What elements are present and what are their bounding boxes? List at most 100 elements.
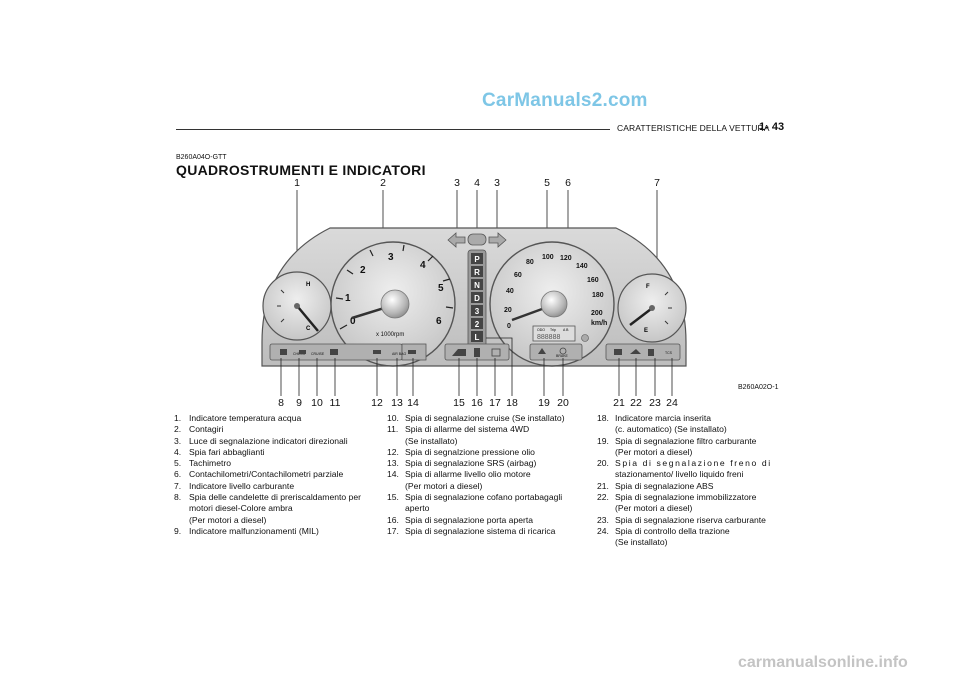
legend-item-line: Spia di segnalazione riserva carburante [615, 514, 766, 525]
legend-item-text: Indicatore livello carburante [189, 481, 370, 492]
battery-icon [491, 348, 501, 357]
legend-item-number: 16. [387, 514, 399, 525]
abs-icon [614, 349, 622, 355]
legend-item-subline: (c. automatico) (Se installato) [615, 424, 727, 435]
trip-ab-label: A B [563, 328, 569, 332]
immobilizer-icon [630, 349, 641, 354]
legend-item: 16. Spia di segnalazione porta aperta [387, 515, 583, 526]
legend-item-line: Spia di segnalazione cruise (Se installa… [405, 413, 565, 423]
legend-item-line: Spia di controllo della trazione [615, 525, 730, 536]
legend-item-line: Luce di segnalazione indicatori direzion… [189, 435, 348, 446]
speed-tick-120: 120 [560, 255, 572, 262]
legend-item-line: Tachimetro [189, 458, 232, 469]
legend-item-number: 8. [174, 492, 182, 503]
oil-level-icon [408, 350, 416, 354]
fuel-filter-icon [538, 348, 546, 354]
legend-item-subline: (Per motori a diesel) [189, 514, 267, 525]
callout-7: 7 [654, 177, 660, 189]
legend-item-line: Spia di allarme del sistema 4WD [405, 424, 530, 435]
gear-l: L [475, 333, 480, 342]
legend-item-subline: (Per motori a diesel) [615, 503, 693, 514]
legend-item-line: Spia di allarme livello olio motore [405, 469, 531, 480]
door-open-icon [474, 348, 480, 357]
legend-item-text: Tachimetro [189, 458, 370, 469]
legend-item: 5. Tachimetro [174, 458, 370, 469]
legend-item-line: Contachilometri/Contachilometri parziale [189, 469, 344, 480]
legend-item-text: Contagiri [189, 424, 370, 435]
speed-tick-160: 160 [587, 277, 599, 284]
legend-item-text: Spia di segnalazione SRS (airbag) [405, 458, 583, 469]
legend-item-line: Spia fari abbaglianti [189, 446, 265, 457]
legend-item-line: Indicatore temperatura acqua [189, 413, 302, 423]
callout-12: 12 [371, 397, 383, 409]
callout-4: 4 [474, 177, 480, 189]
legend-column-2: 10. Spia di segnalazione cruise (Se insta… [387, 413, 583, 537]
doc-code: B260A04O-GTT [176, 154, 227, 161]
legend-item-number: 18. [597, 413, 609, 423]
callout-1: 1 [294, 177, 300, 189]
legend-item-text: Spia di segnalzione pressione olio [405, 447, 583, 458]
gear-d: D [474, 294, 480, 303]
oil-pressure-icon [373, 350, 381, 354]
fuel-full-label: F [646, 284, 650, 290]
legend-item-text: Spia di controllo della trazione(Se inst… [615, 526, 783, 549]
fuel-gauge: F E [617, 273, 687, 343]
legend-item-number: 24. [597, 525, 609, 536]
legend-item-number: 12. [387, 446, 399, 457]
callout-13: 13 [391, 397, 403, 409]
speed-tick-180: 180 [592, 292, 604, 299]
callout-17: 17 [489, 397, 501, 409]
callout-3b: 3 [494, 177, 500, 189]
legend-item: 11.Spia di allarme del sistema 4WD(Se in… [387, 424, 583, 447]
gear-3: 3 [475, 307, 480, 316]
legend-item-text: Spia di segnalazione filtro carburante(P… [615, 436, 783, 459]
tach-tick-0: 0 [350, 316, 356, 327]
gear-p: P [474, 255, 480, 264]
callout-2: 2 [380, 177, 386, 189]
legend-item-subline: stazionamento/ livello liquido freni [615, 469, 744, 480]
legend-item-text: Indicatore marcia inserita(c. automatico… [615, 413, 783, 436]
legend-item-number: 10. [387, 413, 399, 423]
legend-item-line: Spia di segnalazione porta aperta [405, 514, 534, 525]
legend-item: 24. Spia di controllo della trazione(Se i… [597, 526, 783, 549]
speed-tick-0: 0 [507, 323, 511, 330]
legend-item-number: 5. [174, 458, 182, 469]
legend-item-text: Spia di segnalazione ABS [615, 481, 783, 492]
legend-item-text: Spia di segnalazione porta aperta [405, 515, 583, 526]
legend-item: 8. Spia delle candelette di preriscaldame… [174, 492, 370, 526]
trip-label: Trip [550, 328, 556, 332]
tach-tick-6: 6 [436, 316, 442, 327]
legend-item-number: 19. [597, 435, 609, 446]
speed-tick-100: 100 [542, 254, 554, 261]
callout-14: 14 [407, 397, 419, 409]
legend-item-line: Indicatore malfunzionamenti (MIL) [189, 525, 319, 536]
legend-item-number: 11. [387, 424, 399, 435]
legend-item-text: Spia delle candelette di preriscaldament… [189, 492, 370, 526]
legend-item-subline: (Per motori a diesel) [405, 480, 483, 491]
trip-reset-knob [581, 334, 589, 342]
legend-item-line: Spia di segnalazione freno di [615, 458, 772, 469]
legend-item-text: Spia di segnalazione cruise (Se installa… [405, 413, 583, 424]
tach-tick-4: 4 [420, 260, 426, 271]
watermark-logo: CarManuals2.com [482, 90, 648, 111]
legend-item-text: Spia di allarme livello olio motore(Per … [405, 469, 583, 492]
legend-item: 23. Spia di segnalazione riserva carburan… [597, 515, 783, 526]
legend-item-line: Spia di segnalazione SRS (airbag) [405, 458, 537, 469]
temp-hot-label: H [306, 282, 310, 288]
callout-3a: 3 [454, 177, 460, 189]
legend-item-number: 21. [597, 480, 609, 491]
tach-unit: x 1000rpm [376, 332, 404, 338]
legend-item-number: 23. [597, 514, 609, 525]
legend-item-text: Spia di segnalazione cofano portabagagli… [405, 492, 583, 515]
gear-2: 2 [475, 320, 480, 329]
tachometer: 0 1 2 3 4 5 6 x 1000rpm [330, 241, 456, 367]
speed-tick-20: 20 [504, 307, 512, 314]
speed-tick-40: 40 [506, 288, 514, 295]
legend-item: 12. Spia di segnalzione pressione olio [387, 447, 583, 458]
legend-item-line: Spia di segnalazione immobilizzatore [615, 492, 757, 503]
brake-icon [559, 347, 567, 355]
